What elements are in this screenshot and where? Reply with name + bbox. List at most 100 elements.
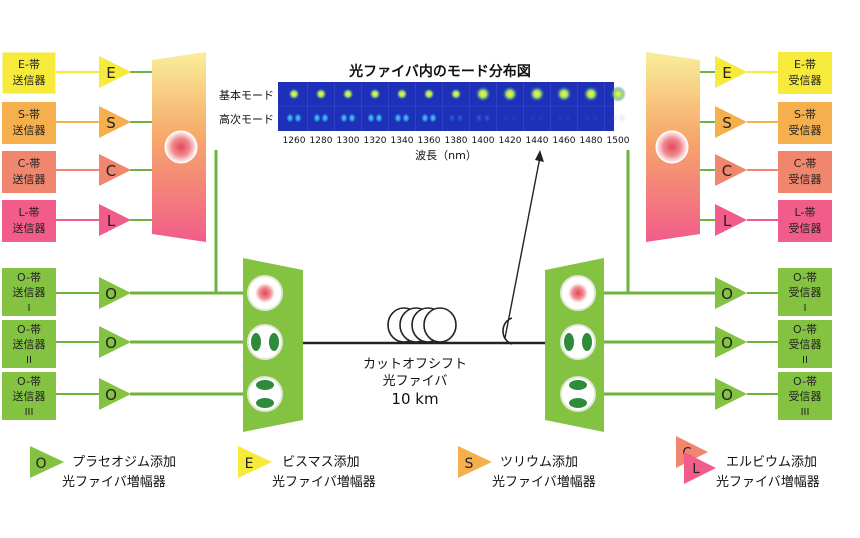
rx-s-line1: S-帯 bbox=[794, 108, 816, 121]
fiber-label-3: 10 km bbox=[391, 390, 438, 408]
legend-s-line1: ツリウム添加 bbox=[500, 455, 578, 470]
wavelength-tick-1300: 1300 bbox=[337, 136, 360, 146]
mode-cores-right bbox=[560, 275, 596, 412]
fundamental-mode-spot bbox=[610, 86, 626, 102]
tx-o3-line3: III bbox=[25, 407, 34, 418]
tx-l-amp bbox=[99, 204, 131, 236]
legend: O プラセオジム添加 光ファイバ増幅器 E ビスマス添加 光ファイバ増幅器 S … bbox=[30, 436, 820, 490]
rx-o2-line3: II bbox=[802, 355, 808, 366]
wavelength-tick-1500: 1500 bbox=[607, 136, 630, 146]
tx-o2-amp-label: O bbox=[105, 334, 117, 352]
wavelength-tick-1420: 1420 bbox=[499, 136, 522, 146]
tx-e-line2: 送信器 bbox=[13, 73, 46, 87]
legend-cl-line1: エルビウム添加 bbox=[726, 455, 817, 470]
fundamental-mode-spot bbox=[556, 86, 572, 102]
tx-e-amp bbox=[99, 56, 131, 88]
rx-o3-amp bbox=[715, 378, 747, 410]
mux-core-right bbox=[655, 130, 689, 164]
tx-o3-box bbox=[2, 372, 56, 420]
tx-o1-amp-label: O bbox=[105, 285, 117, 303]
legend-cl-line2: 光ファイバ増幅器 bbox=[716, 475, 820, 490]
legend-s-letter: S bbox=[465, 456, 474, 472]
higher-mode-spot bbox=[421, 113, 437, 123]
higher-mode-lobe bbox=[321, 113, 329, 123]
higher-mode-lobe bbox=[618, 113, 626, 123]
fundamental-mode-spot bbox=[529, 86, 545, 102]
legend-l-symbol bbox=[684, 452, 716, 484]
rx-o3-line2: 受信器 bbox=[789, 390, 822, 403]
fundamental-mode-spot bbox=[396, 88, 408, 100]
rx-o3-box bbox=[778, 372, 832, 420]
higher-mode-lobe bbox=[375, 113, 383, 123]
tx-o2-amp bbox=[99, 326, 131, 358]
tx-c-line2: 送信器 bbox=[13, 172, 46, 186]
tx-o2-line1: O-帯 bbox=[17, 323, 41, 336]
higher-mode-lobe bbox=[367, 113, 375, 123]
higher-mode-lobe bbox=[502, 113, 510, 123]
tx-c-line1: C-帯 bbox=[18, 157, 41, 170]
tx-s-box bbox=[2, 102, 56, 144]
row-label-fundamental: 基本モード bbox=[219, 88, 274, 102]
legend-l-letter: L bbox=[692, 462, 700, 477]
tx-c-amp bbox=[99, 154, 131, 186]
legend-o-symbol bbox=[30, 446, 64, 478]
tx-e-box bbox=[1, 51, 57, 95]
rx-e-line1: E-帯 bbox=[794, 58, 816, 71]
higher-mode-spot bbox=[610, 113, 626, 123]
wavelength-tick-1380: 1380 bbox=[445, 136, 468, 146]
higher-mode-lobe bbox=[421, 113, 429, 123]
legend-s-symbol bbox=[458, 446, 492, 478]
probe-ring bbox=[502, 317, 513, 345]
tx-o1-box bbox=[2, 268, 56, 316]
rx-l-amp-label: L bbox=[723, 212, 732, 230]
tx-e-amp-label: E bbox=[106, 64, 115, 82]
legend-o-letter: O bbox=[35, 456, 46, 472]
rx-c-amp bbox=[715, 154, 747, 186]
rx-o2-line1: O-帯 bbox=[793, 323, 817, 336]
tx-o2-line2: 送信器 bbox=[13, 337, 46, 351]
wavelength-axis-label: 波長（nm） bbox=[415, 149, 477, 162]
fundamental-mode-spot bbox=[450, 88, 462, 100]
higher-mode-lobe bbox=[313, 113, 321, 123]
rx-s-box bbox=[778, 102, 832, 144]
tx-s-line1: S-帯 bbox=[18, 108, 40, 121]
tx-o2-box bbox=[2, 320, 56, 368]
higher-mode-spot bbox=[394, 113, 410, 123]
tx-o2-line3: II bbox=[26, 355, 32, 366]
higher-mode-lobe bbox=[610, 113, 618, 123]
rx-c-line1: C-帯 bbox=[794, 157, 817, 170]
legend-e-line1: ビスマス添加 bbox=[282, 455, 360, 470]
legend-o-line1: プラセオジム添加 bbox=[72, 455, 176, 470]
wavelength-tick-1340: 1340 bbox=[391, 136, 414, 146]
rx-o3-amp-label: O bbox=[721, 386, 733, 404]
rx-o2-line2: 受信器 bbox=[789, 338, 822, 351]
rx-c-line2: 受信器 bbox=[789, 173, 822, 186]
higher-mode-lobe bbox=[510, 113, 518, 123]
wavelength-tick-1280: 1280 bbox=[310, 136, 333, 146]
legend-s-line2: 光ファイバ増幅器 bbox=[492, 475, 596, 490]
higher-mode-spot bbox=[313, 113, 329, 123]
higher-mode-lobe bbox=[448, 113, 456, 123]
higher-mode-lobe bbox=[556, 113, 564, 123]
higher-mode-spot bbox=[367, 113, 383, 123]
tx-e-line1: E-帯 bbox=[18, 58, 40, 71]
rx-e-amp-label: E bbox=[722, 64, 731, 82]
higher-mode-lobe bbox=[402, 113, 410, 123]
tx-s-amp bbox=[99, 106, 131, 138]
fiber-coil bbox=[387, 307, 457, 343]
fundamental-mode-spot bbox=[583, 86, 599, 102]
higher-mode-lobe bbox=[483, 113, 491, 123]
rx-o2-box bbox=[778, 320, 832, 368]
tx-o1-line1: O-帯 bbox=[17, 271, 41, 284]
rx-e-line2: 受信器 bbox=[789, 74, 822, 87]
o-receivers: O O O O-帯 受信器 I O-帯 受信器 II O-帯 受信器 III bbox=[715, 268, 832, 420]
higher-mode-spot bbox=[556, 113, 572, 123]
rx-o2-amp-label: O bbox=[721, 334, 733, 352]
fiber-label-2: 光ファイバ bbox=[383, 374, 448, 389]
higher-mode-lobe bbox=[583, 113, 591, 123]
fundamental-mode-spot bbox=[369, 88, 381, 100]
higher-mode-lobe bbox=[564, 113, 572, 123]
